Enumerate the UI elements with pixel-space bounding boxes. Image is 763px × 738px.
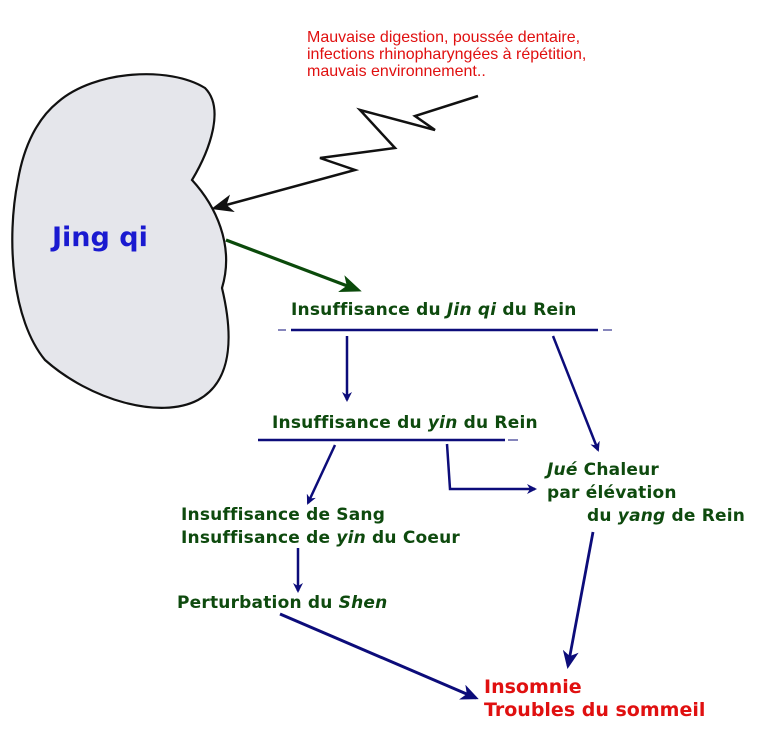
jing-qi-label: Jing qi [52,222,148,253]
node-chaleur-line-2: par élévation [547,483,677,503]
node-yin-em: yin [427,413,458,433]
node-sang-line-1: Insuffisance de Sang [181,505,386,525]
causes-text: Mauvaise digestion, poussée dentaire, in… [307,29,586,80]
node-yin-post: du Rein [457,413,538,433]
node-chaleur-em: Jué [547,460,578,480]
arrow-jing-to-jinqi [225,238,362,293]
node-shen: Perturbation du Shen [177,593,387,613]
arrow-jinqi-to-chaleur [551,335,600,452]
kidney-shape [11,73,230,409]
result-line-1: Insomnie [484,676,582,698]
node-sang: Insuffisance de Sang Insuffisance de yin… [181,504,460,550]
node-yin-pre: Insuffisance du [272,413,428,433]
node-jin-qi-post: du Rein [496,300,577,320]
node-shen-em: Shen [338,593,388,613]
node-sang-line-2: Insuffisance de yin du Coeur [181,528,461,548]
node-chaleur: Jué Chaleur par élévation du yang de Rei… [547,459,745,528]
cause-line-2: infections rhinopharyngées à répétition, [307,46,587,63]
arrow-yin-to-chaleur [445,443,537,494]
node-yin: Insuffisance du yin du Rein [272,413,538,433]
node-chaleur-yang: yang [617,506,666,526]
node-shen-pre: Perturbation du [177,593,339,613]
lightning-arrow [211,94,479,212]
node-jin-qi-pre: Insuffisance du [291,300,447,320]
arrow-shen-to-insomnie [279,612,479,700]
arrow-chaleur-to-insomnie [562,531,595,669]
arrow-yin-to-sang [306,444,337,505]
cause-line-3: mauvais environnement.. [307,63,486,80]
result-text: Insomnie Troubles du sommeil [484,676,705,722]
cause-line-1: Mauvaise digestion, poussée dentaire, [307,29,581,46]
node-chaleur-line-1: Jué Chaleur [547,460,659,480]
node-jin-qi: Insuffisance du Jin qi du Rein [291,300,577,320]
node-chaleur-line-3: du yang de Rein [587,506,746,526]
result-line-2: Troubles du sommeil [484,699,706,721]
node-jin-qi-em: Jin qi [446,300,497,320]
